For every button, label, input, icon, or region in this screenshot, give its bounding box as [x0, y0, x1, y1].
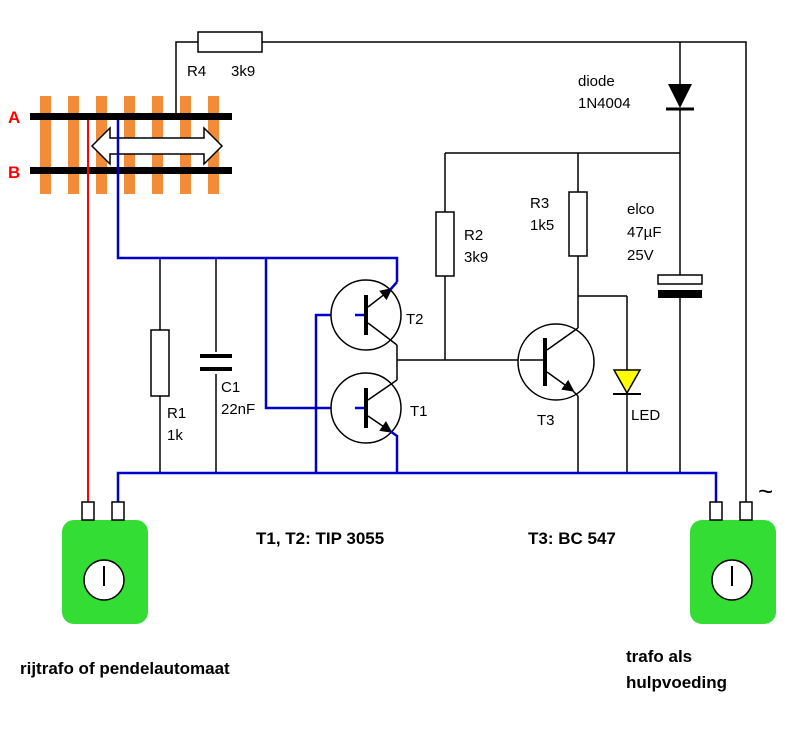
tip-note: T1, T2: TIP 3055 [256, 529, 384, 548]
diode-type: 1N4004 [578, 95, 631, 112]
c1-name: C1 [221, 379, 240, 396]
led-label: LED [631, 407, 660, 424]
left-trafo-label: rijtrafo of pendelautomaat [20, 659, 230, 678]
t2-label: T2 [406, 311, 424, 328]
capacitor-c1 [200, 354, 232, 371]
diode-icon [666, 84, 694, 111]
t1-label: T1 [410, 403, 428, 420]
r2-name: R2 [464, 227, 483, 244]
capacitor-elco [657, 274, 703, 298]
transistor-t1 [330, 360, 402, 444]
resistor-r2 [435, 211, 455, 277]
transformer-icon [62, 501, 148, 624]
r1-name: R1 [167, 405, 186, 422]
rail-a [30, 113, 232, 120]
elco-volt: 25V [627, 247, 654, 264]
r3-value: 1k5 [530, 217, 554, 234]
r1-value: 1k [167, 427, 183, 444]
right-trafo-label-2: hulpvoeding [626, 673, 727, 692]
resistor-r1 [150, 329, 170, 397]
double-arrow-icon [90, 126, 224, 166]
right-trafo-label-1: trafo als [626, 647, 692, 666]
transistor-t2 [330, 279, 402, 360]
c1-value: 22nF [221, 401, 255, 418]
r3-name: R3 [530, 195, 549, 212]
black-wires [159, 41, 747, 502]
transistor-t3 [517, 296, 595, 430]
rail-b-label: B [8, 163, 20, 182]
r4-value: 3k9 [231, 63, 255, 80]
led-icon [612, 369, 642, 395]
rail-b [30, 167, 232, 174]
elco-cap: 47µF [627, 224, 662, 241]
resistor-r4 [197, 31, 263, 53]
elco-name: elco [627, 201, 655, 218]
r2-value: 3k9 [464, 249, 488, 266]
r4-name: R4 [187, 63, 206, 80]
t3-label: T3 [537, 412, 555, 429]
resistor-r3 [568, 191, 588, 257]
ac-symbol: ~ [758, 476, 773, 506]
diode-name: diode [578, 73, 615, 90]
transformer-icon [690, 501, 776, 624]
rail-a-label: A [8, 108, 20, 127]
bc-note: T3: BC 547 [528, 529, 616, 548]
